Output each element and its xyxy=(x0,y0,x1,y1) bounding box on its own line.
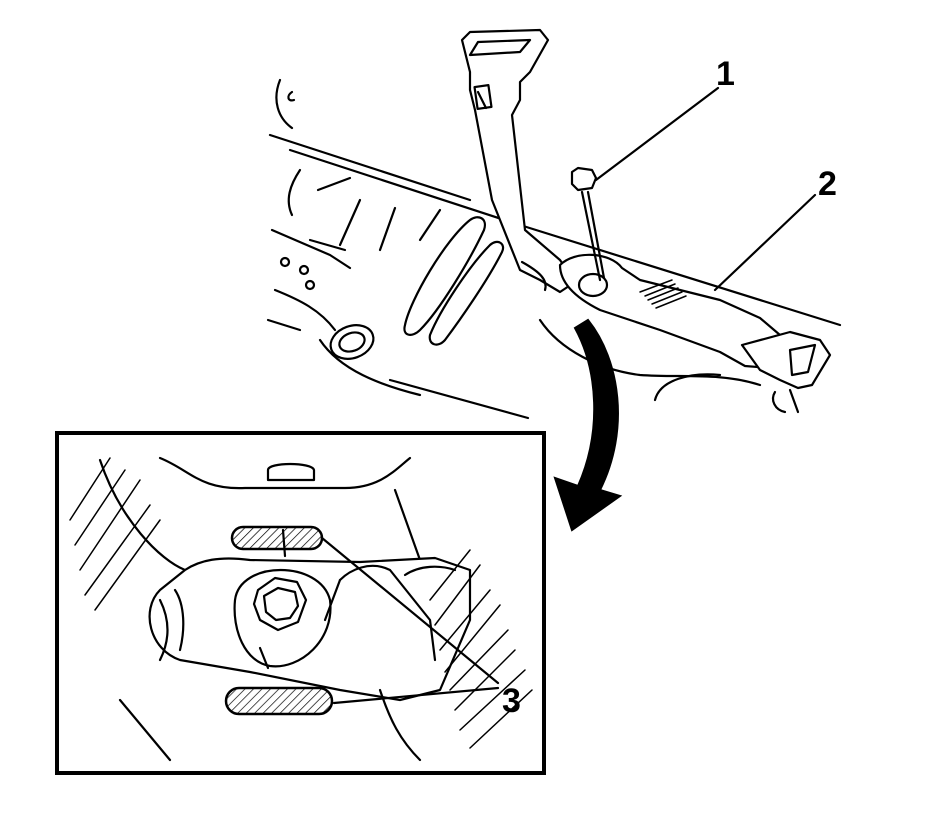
leader-line-2 xyxy=(713,193,817,292)
stop-block-upper xyxy=(230,525,324,551)
stop-block-lower xyxy=(224,686,334,716)
seat-belt-buckle xyxy=(558,253,832,390)
callout-2: 2 xyxy=(818,165,837,203)
leader-line-1 xyxy=(594,86,720,182)
callout-3: 3 xyxy=(502,682,521,720)
leader-line-3a xyxy=(320,536,500,685)
seat-belt-webbing xyxy=(460,28,577,294)
detail-arrow xyxy=(553,318,623,532)
anchor-bolt xyxy=(570,166,606,282)
floor-pan xyxy=(266,78,842,420)
callout-1: 1 xyxy=(716,55,735,93)
detail-inset: 3 xyxy=(55,431,546,775)
leader-line-3b xyxy=(332,686,500,705)
